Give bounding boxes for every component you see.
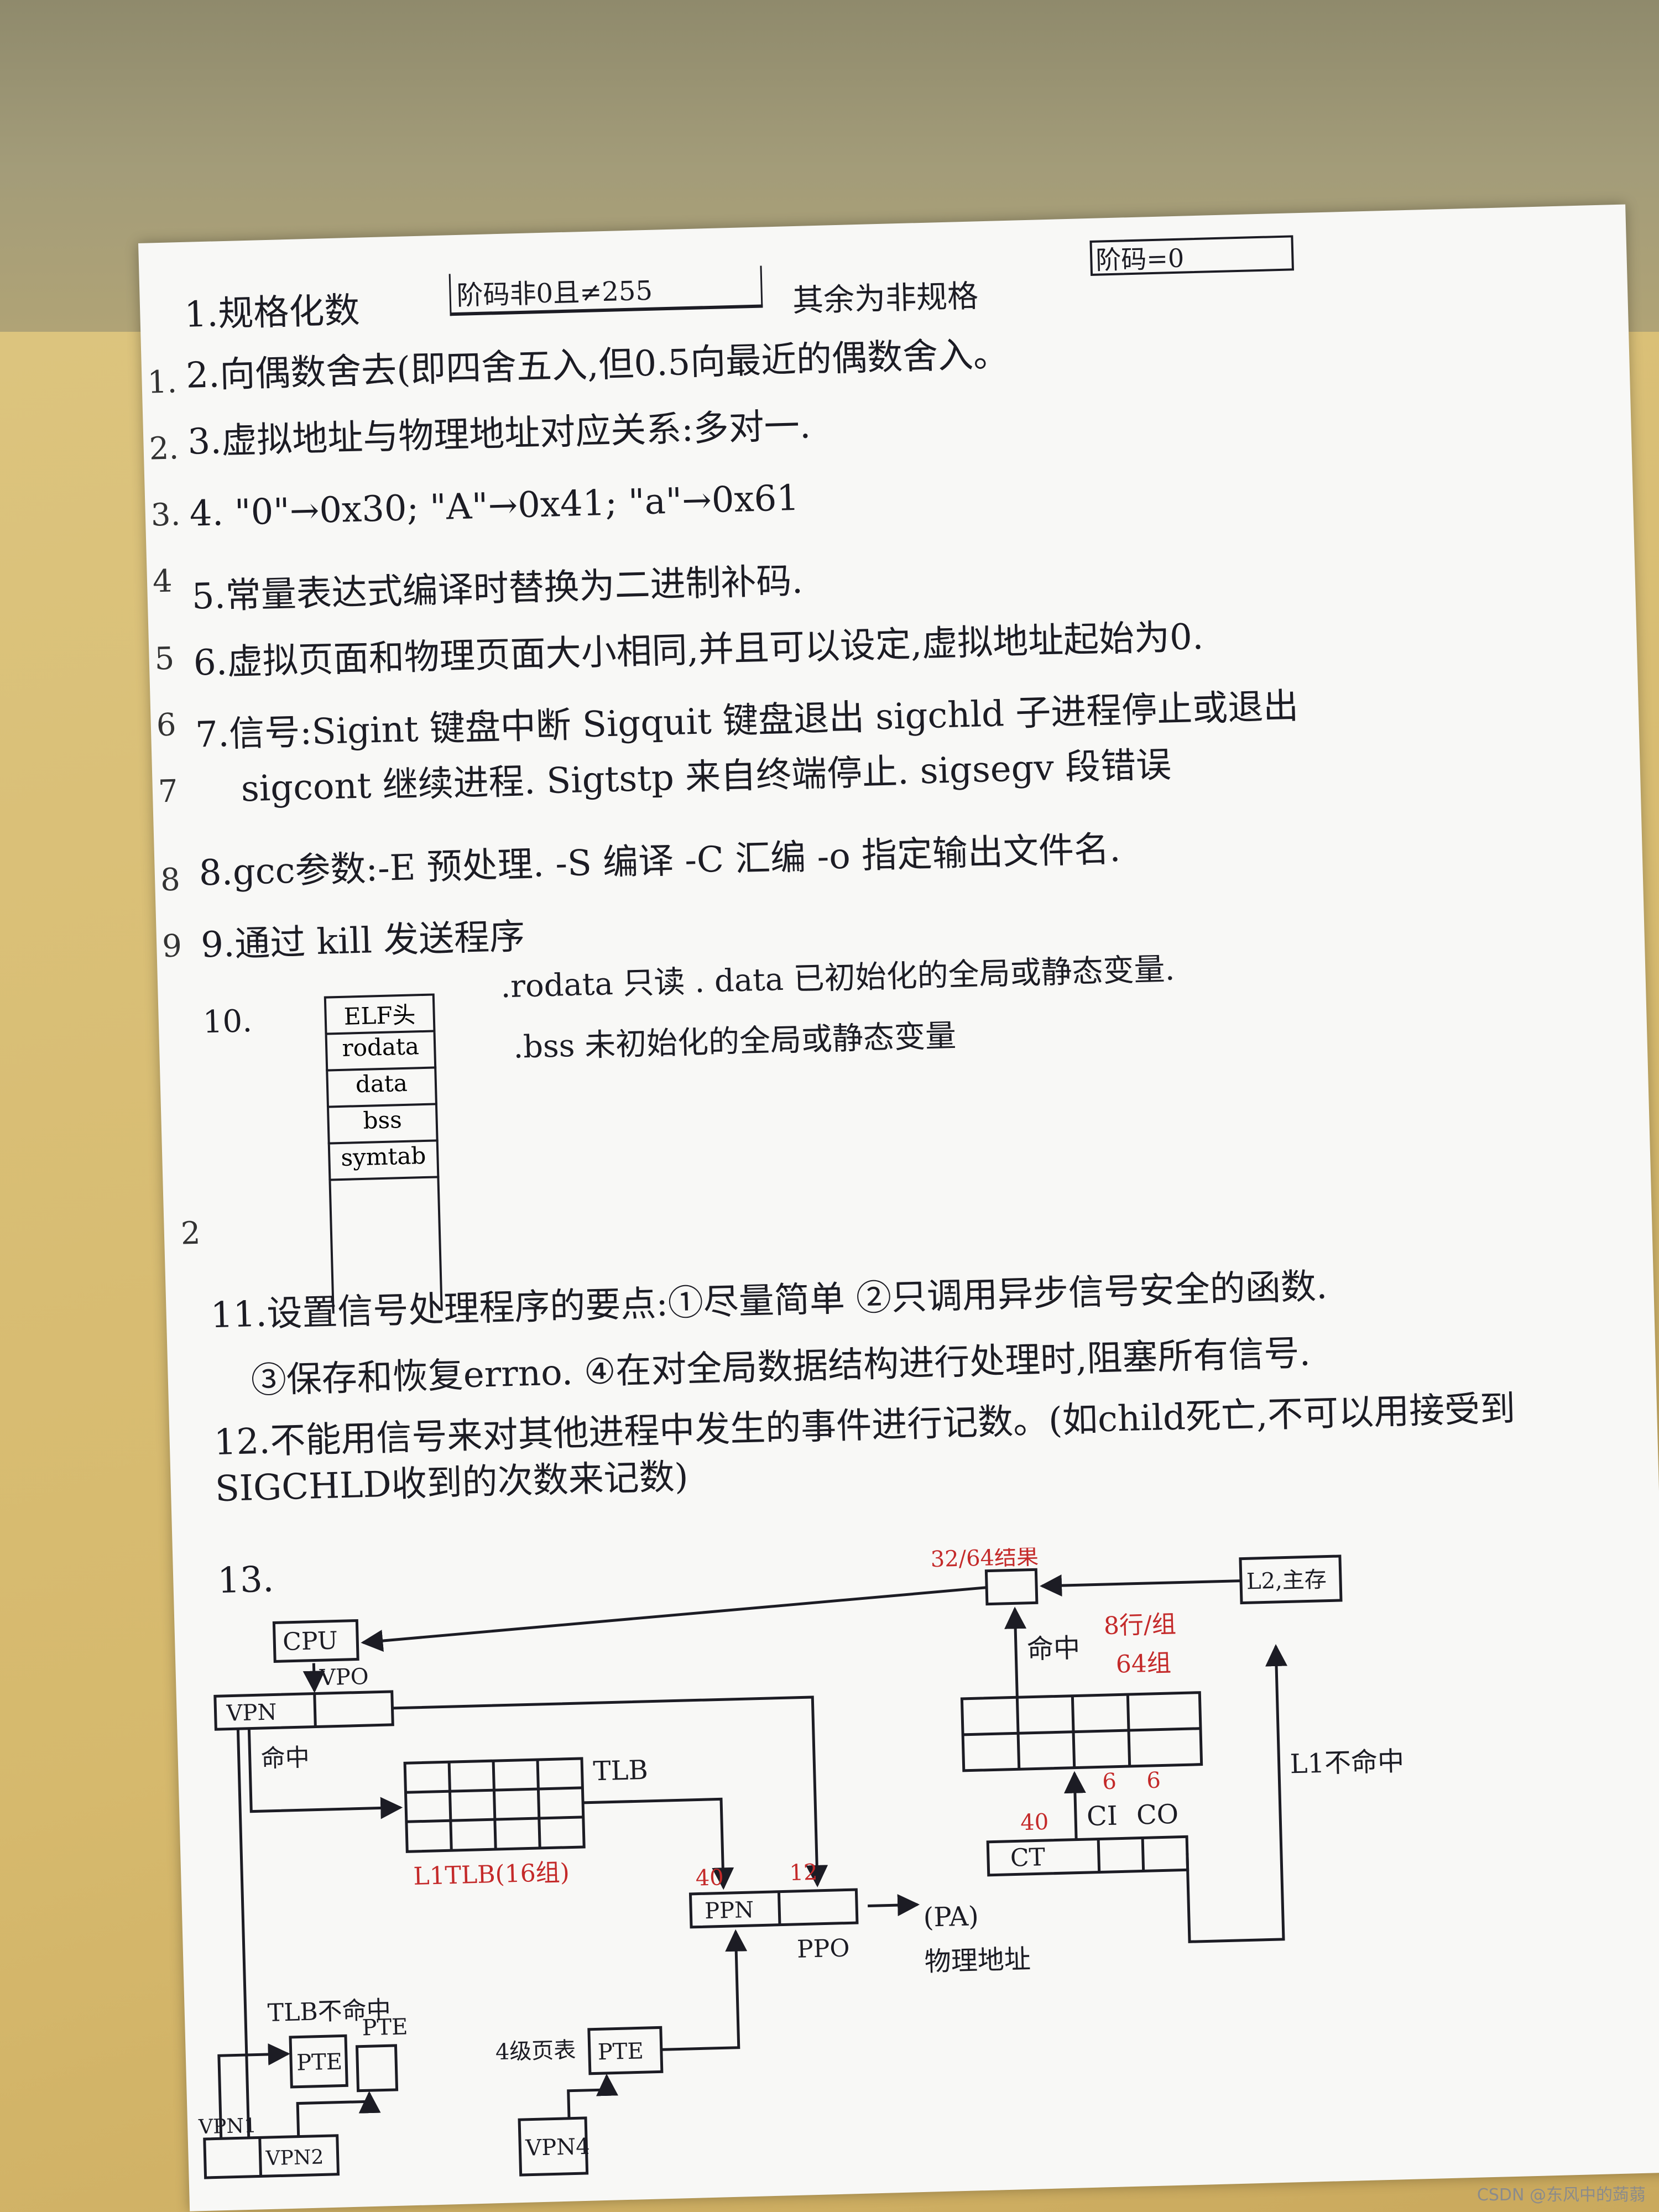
vpn4-box: [518, 2116, 589, 2177]
margin-number: 6: [155, 707, 177, 744]
margin-number: 4: [152, 563, 173, 600]
margin-number: 1.: [147, 364, 178, 401]
vpn4-label: VPN4: [525, 2134, 590, 2161]
vpn2-label: VPN2: [265, 2146, 324, 2170]
q1-zero-label: 阶码=0: [1095, 243, 1185, 275]
vpn1-label: VPN1: [198, 2115, 257, 2139]
note-3: 3.虚拟地址与物理地址对应关系:多对一.: [187, 405, 811, 463]
vpn-label: VPN: [226, 1699, 277, 1726]
note-8: 8.gcc参数:-E 预处理. -S 编译 -C 汇编 -o 指定输出文件名.: [198, 828, 1121, 894]
arrow-vpn4-to-pte: [567, 2073, 618, 2119]
elf-section: ELF头: [324, 993, 436, 1035]
pte-box-2: [355, 2044, 399, 2093]
margin-number: 7: [158, 773, 179, 810]
ci-label: CI: [1086, 1801, 1118, 1832]
tlb-hit-label: 命中: [260, 1744, 310, 1773]
arrow-l2-to-result: [1040, 1574, 1241, 1597]
co-label: CO: [1136, 1799, 1179, 1831]
cpu-label: CPU: [283, 1626, 338, 1656]
ppn-label: PPN: [705, 1897, 754, 1924]
note-12: 12.不能用信号来对其他进程中发生的事件进行记数。(如child死亡,不可以用接…: [213, 1388, 1516, 1510]
q1-normalized-label: 阶码非0且≠255: [456, 275, 653, 311]
tlb-miss-label: TLB不命中: [267, 1996, 391, 2027]
ci-bits: 6: [1102, 1769, 1117, 1795]
pte-label-2: PTE: [362, 2014, 408, 2041]
ct-label: CT: [1010, 1843, 1045, 1872]
arrow-cache-to-result: [1004, 1606, 1027, 1698]
margin-number: 9: [161, 928, 182, 965]
page-table-4-label: 4级页表: [495, 2037, 576, 2065]
elf-section: data: [326, 1068, 437, 1108]
result-box: [984, 1568, 1039, 1606]
physical-address-label: 物理地址: [924, 1944, 1031, 1978]
arrow-l1-miss: [1186, 1644, 1288, 1943]
arrow-vpn-to-tlb: [247, 1728, 403, 1819]
note-5: 5.常量表达式编译时替换为二进制补码.: [191, 560, 804, 618]
pte-label-4: PTE: [597, 2038, 644, 2065]
va-box: [213, 1690, 394, 1731]
cpu-box: [272, 1619, 359, 1663]
margin-number: 3.: [150, 497, 181, 534]
arrow-tlb-to-ppn: [583, 1797, 734, 1890]
margin-number: 2.: [148, 430, 180, 467]
assoc-label: 8行/组: [1103, 1610, 1176, 1640]
q1-normalized-box: 阶码非0且≠255: [448, 265, 763, 316]
vpo-label: VPO: [319, 1664, 369, 1691]
q1-other-label: 其余为非规格: [792, 278, 979, 320]
arrow-pa-out: [868, 1894, 920, 1917]
l2-label: L2,主存: [1246, 1567, 1327, 1595]
arrow-pte-to-ppn: [661, 1929, 748, 2051]
arrow-ci-to-cache: [1063, 1771, 1086, 1840]
pte-label-1: PTE: [296, 2049, 343, 2075]
elf-section-stack: ELF头 rodata data bss symtab: [324, 993, 443, 1314]
l1-miss-label: L1不命中: [1290, 1746, 1405, 1780]
csdn-watermark: CSDN @东风中的蒟蒻: [1477, 2185, 1646, 2205]
arrow-vpo-to-ppo: [392, 1695, 828, 1887]
ct-bits: 40: [1020, 1809, 1049, 1835]
margin-number-blue: 2: [180, 1215, 201, 1252]
ppo-label: PPO: [797, 1934, 851, 1963]
arrow-vpn2-to-pte: [296, 2091, 381, 2137]
tlb-label: TLB: [593, 1755, 649, 1787]
margin-number: 5: [154, 640, 175, 677]
pa-box: [688, 1888, 859, 1929]
arrow-vpo-to-cpu: [361, 1586, 987, 1652]
q1-zero-box: 阶码=0: [1089, 235, 1295, 276]
arrow-vpn-to-pte: [217, 2043, 290, 2139]
note-4: 4. "0"→0x30; "A"→0x41; "a"→0x61: [189, 477, 800, 535]
co-bits: 6: [1146, 1768, 1161, 1794]
address-translation-diagram: CPU VPN VPO 命中 TLB L1TLB(16组) 40 12 PPN …: [198, 1544, 1405, 2179]
handwritten-note-sheet: 1. 2. 3. 4 5 6 7 8 9 2 1.规格化数 阶码非0且≠255 …: [138, 204, 1659, 2211]
ppn-bits: 40: [695, 1865, 724, 1891]
vpn-index-box: [203, 2134, 340, 2179]
ppo-bits: 12: [789, 1860, 818, 1886]
margin-number: 8: [160, 862, 181, 899]
arrow-tlb-miss-line: [236, 1729, 251, 2138]
l1-hit-label: 命中: [1026, 1632, 1080, 1665]
l1tlb-label: L1TLB(16组): [413, 1859, 570, 1891]
elf-section: rodata: [325, 1032, 437, 1072]
pa-label: (PA): [923, 1901, 979, 1933]
pte-box-1: [289, 2034, 348, 2089]
elf-section: bss: [327, 1105, 439, 1145]
sets-label: 64组: [1115, 1649, 1171, 1679]
note-6: 6.虚拟页面和物理页面大小相同,并且可以设定,虚拟地址起始为0.: [192, 616, 1204, 684]
elf-section: symtab: [327, 1141, 440, 1181]
